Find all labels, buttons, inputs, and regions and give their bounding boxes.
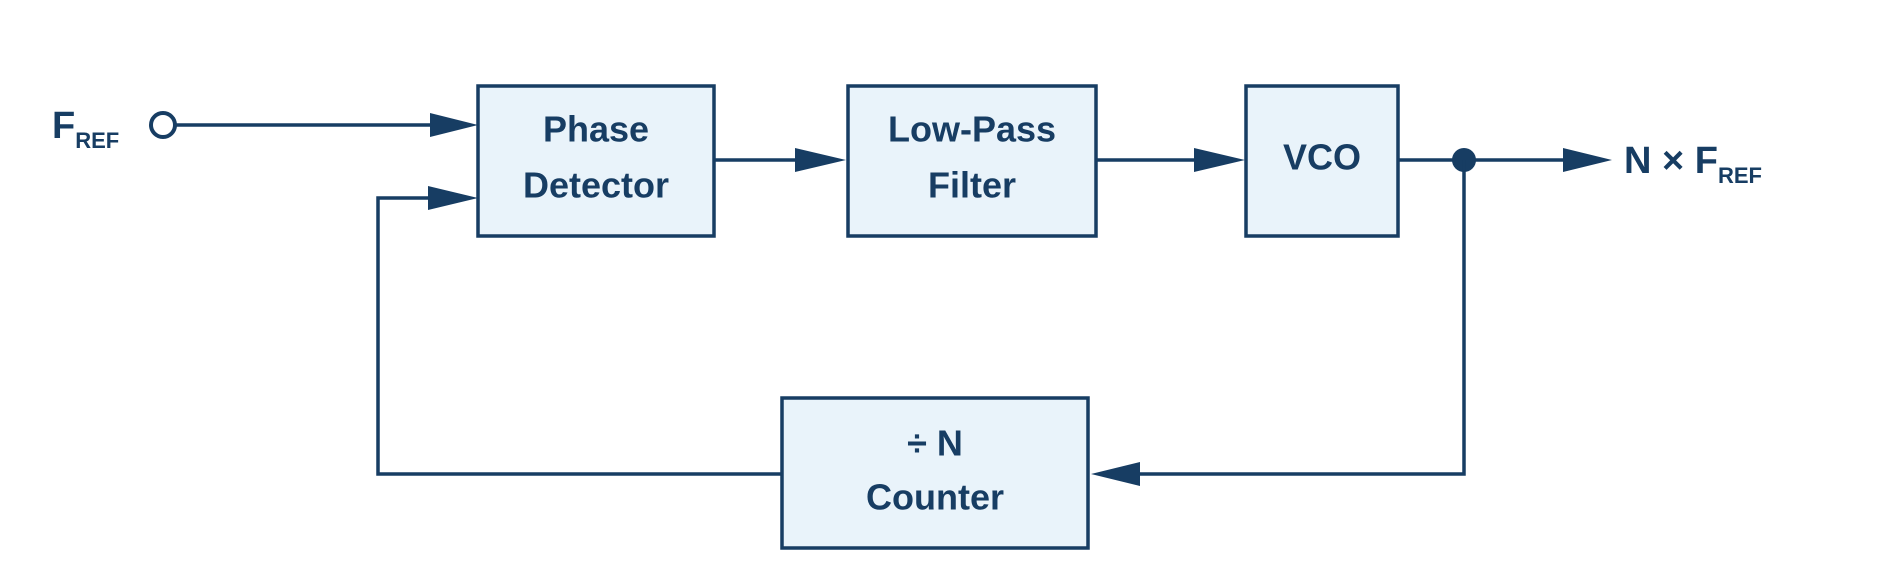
low-pass-filter-block: Low-Pass Filter bbox=[846, 84, 1098, 238]
low-pass-filter-label-line2: Filter bbox=[928, 165, 1016, 206]
arrow-input-to-phase-detector bbox=[430, 113, 478, 137]
input-label-main: F bbox=[52, 105, 75, 147]
counter-label-line1: ÷ N bbox=[907, 423, 963, 464]
arrow-feedback-to-counter bbox=[1091, 462, 1140, 486]
output-label: N × FREF bbox=[1624, 140, 1762, 188]
phase-detector-block: Phase Detector bbox=[476, 84, 716, 238]
arrow-filter-to-vco bbox=[1194, 148, 1245, 172]
counter-label-line2: Counter bbox=[866, 477, 1004, 518]
divide-by-n-counter-block: ÷ N Counter bbox=[780, 396, 1090, 550]
vco-label: VCO bbox=[1283, 137, 1361, 178]
arrow-counter-to-phase-detector bbox=[428, 186, 478, 210]
output-label-sub: REF bbox=[1718, 163, 1762, 188]
input-label-sub: REF bbox=[75, 128, 119, 153]
output-label-main: N × F bbox=[1624, 140, 1718, 182]
wire-counter-to-phase-detector bbox=[376, 196, 782, 476]
vco-block: VCO bbox=[1244, 84, 1400, 238]
phase-detector-label-line2: Detector bbox=[523, 165, 669, 206]
low-pass-filter-label-line1: Low-Pass bbox=[888, 109, 1056, 150]
input-terminal bbox=[149, 111, 177, 139]
wire-feedback-to-counter bbox=[1140, 160, 1466, 476]
arrow-phase-detector-to-filter bbox=[795, 148, 846, 172]
phase-detector-label-line1: Phase bbox=[543, 109, 649, 150]
arrow-to-output bbox=[1563, 148, 1612, 172]
input-label: FREF bbox=[52, 105, 119, 153]
